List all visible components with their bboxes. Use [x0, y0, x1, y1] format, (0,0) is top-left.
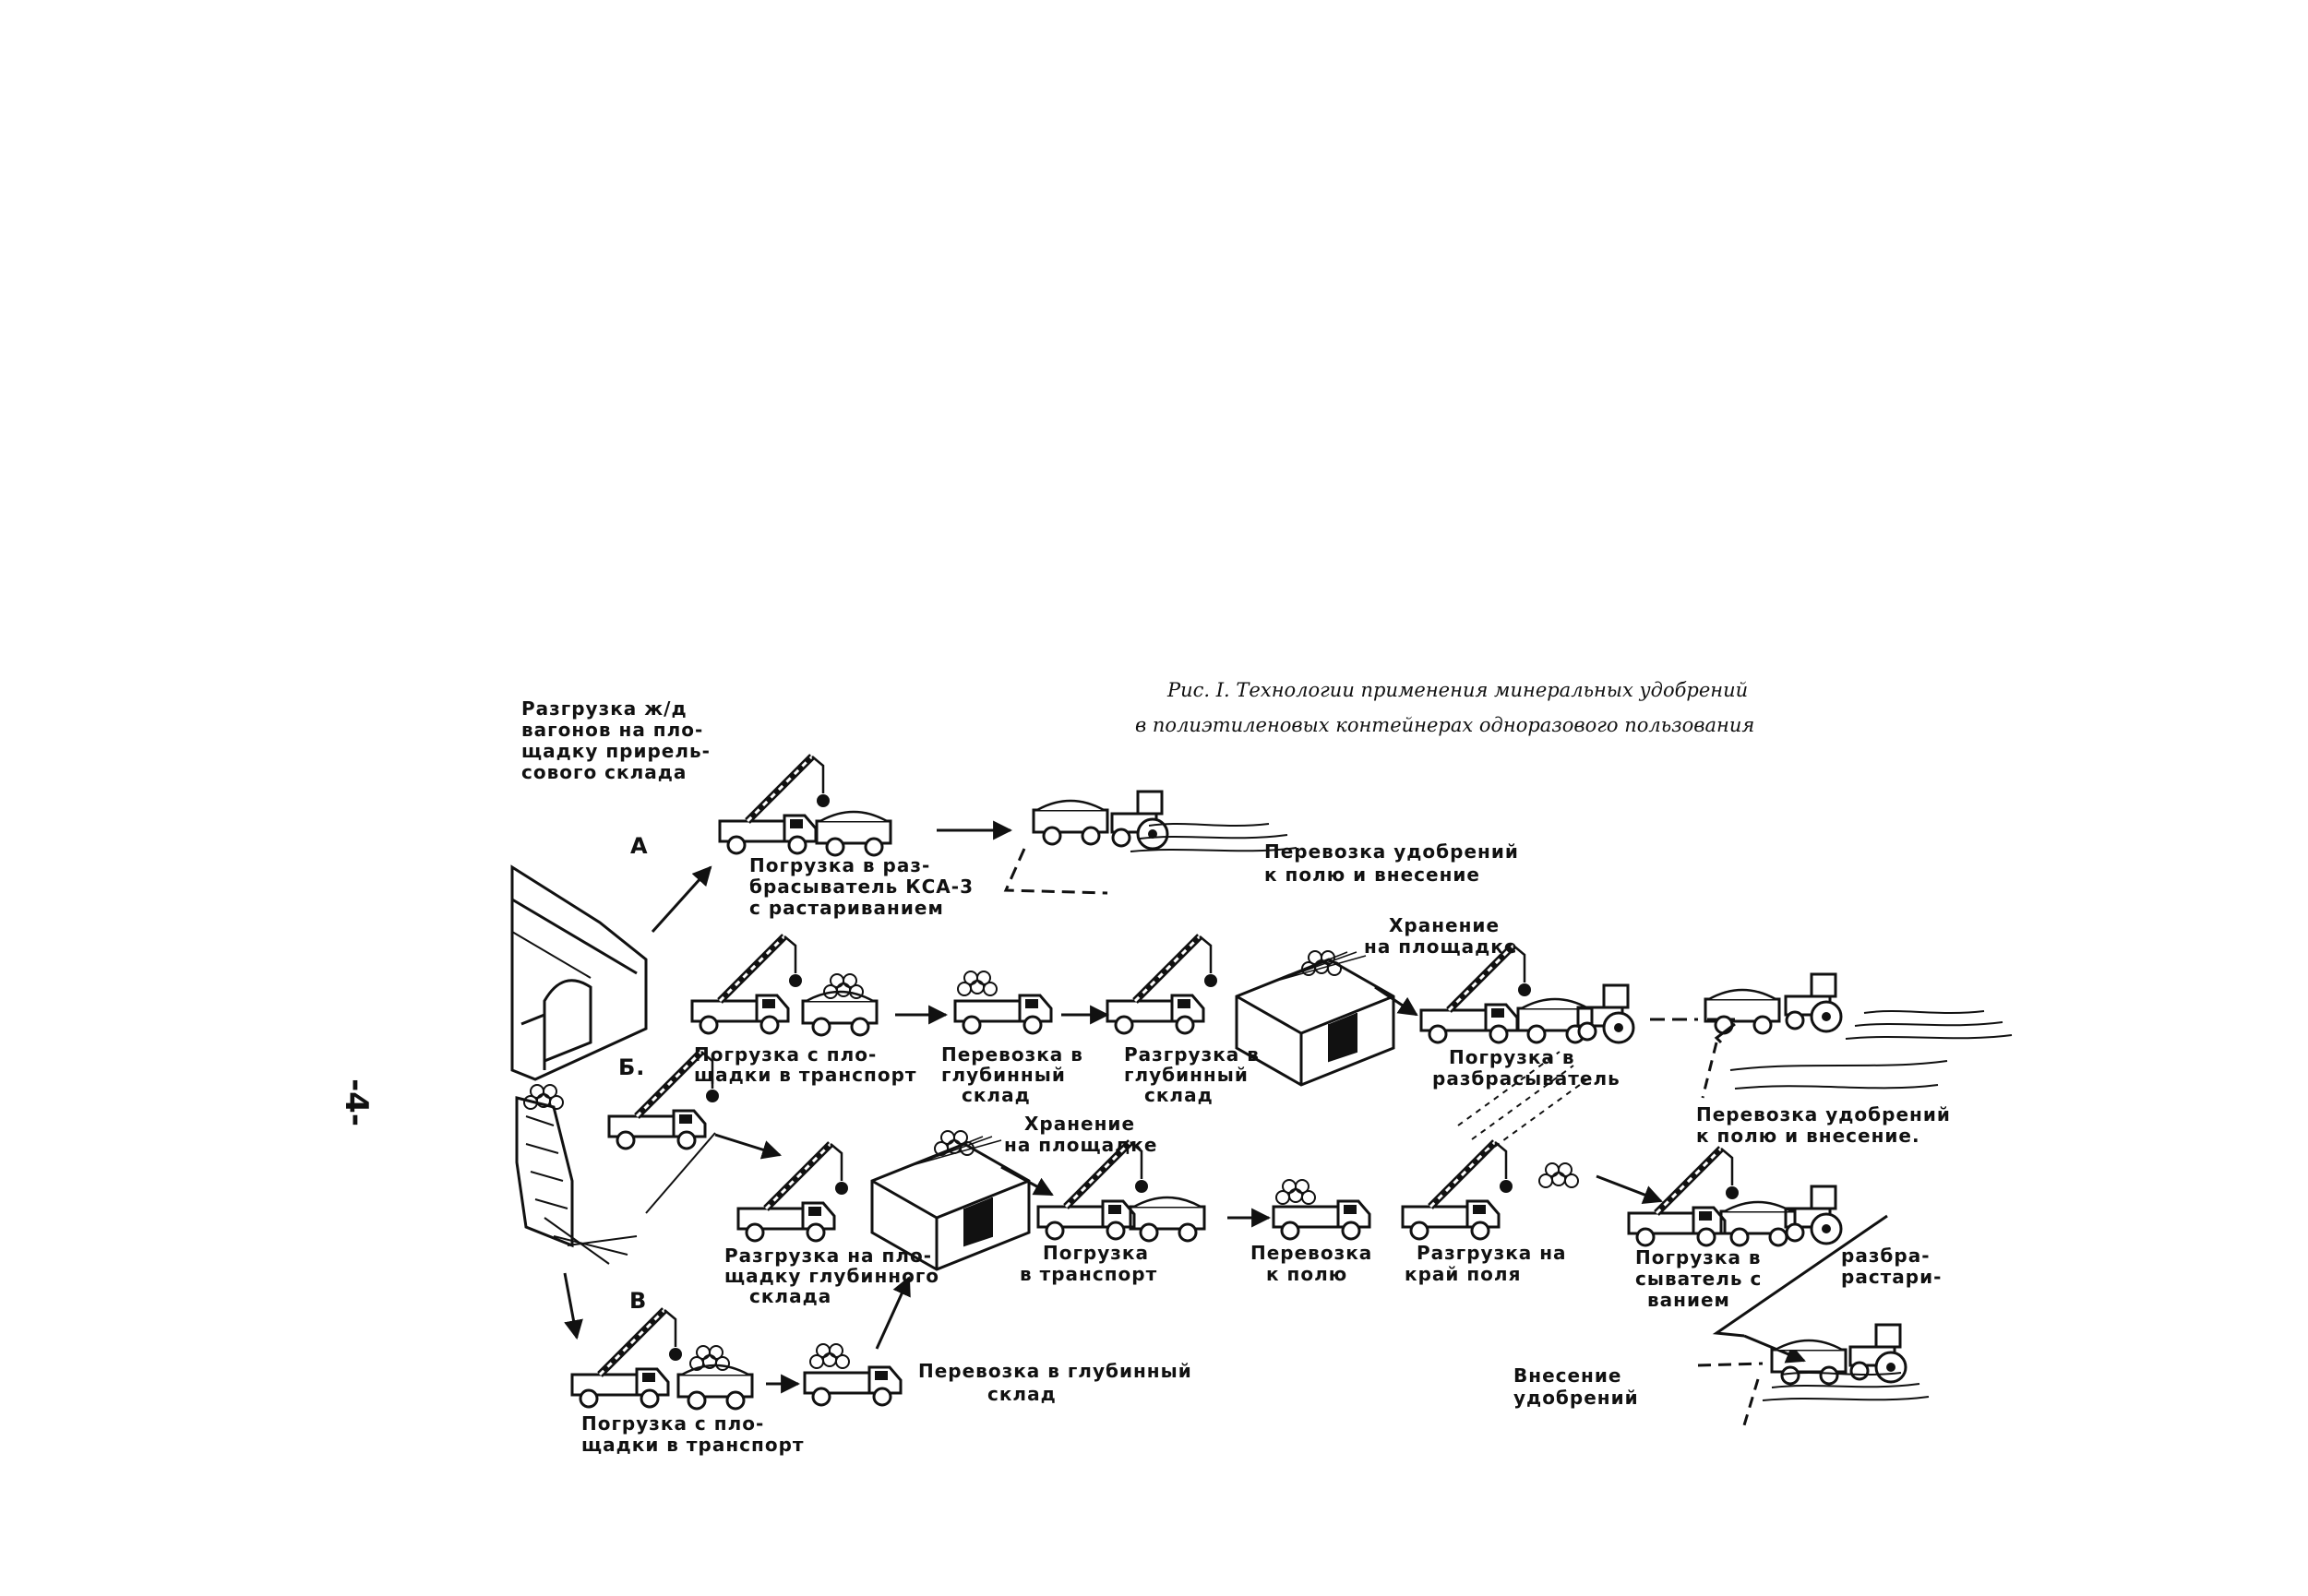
v-crane-load-transport [1038, 1142, 1206, 1241]
v-tractor-apply [1697, 1323, 1930, 1426]
label-b-load-site: Погрузка с пло- щадки в транспорт [694, 1043, 916, 1086]
v-crane-unload-edge [1403, 1051, 1588, 1239]
v-truck-to-store-bottom [803, 1343, 903, 1407]
label-unload-wagons: Разгрузка ж/д вагонов на пло- щадку прир… [521, 697, 711, 783]
svg-text:сыватель с: сыватель с [1635, 1268, 1762, 1290]
svg-text:на площадке: на площадке [1364, 935, 1517, 958]
svg-text:Перевозка в глубинный: Перевозка в глубинный [918, 1360, 1192, 1382]
svg-text:Погрузка в раз-: Погрузка в раз- [749, 854, 930, 876]
label-v-spreader-suffix: разбра- растари- [1841, 1245, 1942, 1288]
svg-text:Погрузка с пло-: Погрузка с пло- [694, 1043, 877, 1066]
svg-text:вагонов на пло-: вагонов на пло- [521, 719, 703, 741]
v-crane-at-station [609, 1052, 719, 1214]
label-v-unload-edge: Разгрузка на край поля [1405, 1242, 1567, 1285]
label-v-transport-field: Перевозка к полю [1250, 1242, 1372, 1285]
label-v-load-spreader: Погрузка в сыватель с ванием [1635, 1246, 1762, 1311]
label-v-apply: Внесение удобрений [1513, 1364, 1639, 1409]
svg-text:Внесение: Внесение [1513, 1364, 1621, 1387]
svg-text:Перевозка: Перевозка [1250, 1242, 1372, 1264]
svg-text:брасыватель КСА-3: брасыватель КСА-3 [749, 875, 974, 898]
svg-text:к полю и внесение: к полю и внесение [1264, 864, 1480, 886]
svg-text:щадки в транспорт: щадки в транспорт [694, 1064, 916, 1086]
svg-text:в транспорт: в транспорт [1020, 1263, 1157, 1285]
label-a-transport-field: Перевозка удобрений к полю и внесение [1264, 840, 1519, 886]
svg-text:к полю и внесение.: к полю и внесение. [1696, 1125, 1920, 1147]
svg-text:Погрузка в: Погрузка в [1635, 1246, 1762, 1268]
label-b-load-spreader: Погрузка в разбрасыватель [1432, 1046, 1620, 1090]
b-truck-to-store [953, 971, 1053, 1035]
label-b-unload-store: Разгрузка в глубинный склад [1124, 1043, 1260, 1106]
label-b-transport-store: Перевозка в глубинный склад [941, 1043, 1083, 1106]
svg-text:Перевозка в: Перевозка в [941, 1043, 1083, 1066]
svg-text:разбра-: разбра- [1841, 1245, 1931, 1267]
svg-text:сового склада: сового склада [521, 761, 687, 783]
label-a-load-spreader: Погрузка в раз- брасыватель КСА-3 с раст… [749, 854, 974, 919]
v-crane-load-bottom [572, 1310, 754, 1409]
figure-caption-line1: Рис. I. Технологии применения минеральны… [1166, 679, 1748, 701]
scheme-marker-b: Б. [618, 1054, 645, 1080]
svg-text:Перевозка удобрений: Перевозка удобрений [1264, 840, 1519, 863]
svg-text:край поля: край поля [1405, 1263, 1521, 1285]
v-crane-load-spreader [1629, 1149, 1843, 1245]
a-crane-loading [720, 756, 892, 855]
svg-text:склада: склада [749, 1285, 831, 1307]
svg-text:глубинный: глубинный [941, 1064, 1066, 1086]
svg-text:Погрузка в: Погрузка в [1449, 1046, 1575, 1068]
v-truck-to-field [1272, 1179, 1371, 1241]
svg-text:щадку прирель-: щадку прирель- [521, 740, 711, 762]
label-v-transport-store: Перевозка в глубинный склад [918, 1360, 1192, 1405]
svg-text:ванием: ванием [1647, 1289, 1730, 1311]
svg-text:Погрузка с пло-: Погрузка с пло- [581, 1412, 764, 1435]
figure-caption-line2: в полиэтиленовых контейнерах одноразовог… [1135, 714, 1754, 736]
svg-text:склад: склад [1144, 1084, 1214, 1106]
label-storage-site-top: Хранение на площадке [1364, 914, 1517, 958]
svg-text:Разгрузка на пло-: Разгрузка на пло- [724, 1245, 932, 1267]
a-truck-to-field [1003, 790, 1298, 895]
svg-text:склад: склад [987, 1383, 1057, 1405]
scheme-marker-a: А [630, 833, 649, 859]
svg-text:Разгрузка ж/д: Разгрузка ж/д [521, 697, 688, 720]
svg-text:Перевозка удобрений: Перевозка удобрений [1696, 1103, 1951, 1126]
svg-text:с растариванием: с растариванием [749, 897, 944, 919]
svg-text:удобрений: удобрений [1513, 1387, 1639, 1409]
b-crane-load-spreader [1421, 946, 1635, 1042]
label-storage-site-mid: Хранение на площадке [1004, 1113, 1156, 1156]
svg-text:глубинный: глубинный [1124, 1064, 1249, 1086]
svg-text:Погрузка: Погрузка [1043, 1242, 1149, 1264]
svg-text:Хранение: Хранение [1024, 1113, 1135, 1135]
svg-text:Разгрузка в: Разгрузка в [1124, 1043, 1260, 1066]
svg-text:Хранение: Хранение [1389, 914, 1500, 936]
label-v-unload-site: Разгрузка на пло- щадку глубинного склад… [724, 1245, 939, 1307]
svg-text:склад: склад [962, 1084, 1031, 1106]
label-v-load-bottom: Погрузка с пло- щадки в транспорт [581, 1412, 804, 1456]
svg-text:Разгрузка на: Разгрузка на [1417, 1242, 1567, 1264]
svg-text:к полю: к полю [1266, 1263, 1347, 1285]
scheme-marker-v: В [629, 1288, 647, 1314]
svg-text:разбрасыватель: разбрасыватель [1432, 1067, 1620, 1090]
b-crane-load-site [692, 936, 879, 1035]
rail-station-illustration [510, 864, 648, 1265]
svg-text:растари-: растари- [1841, 1266, 1942, 1288]
label-b-transport-field: Перевозка удобрений к полю и внесение. [1696, 1103, 1951, 1147]
b-tractor-field [1701, 972, 2013, 1099]
label-v-load-transport: Погрузка в транспорт [1020, 1242, 1157, 1285]
page-number: -4- [338, 1078, 375, 1126]
svg-text:щадки в транспорт: щадки в транспорт [581, 1434, 804, 1456]
